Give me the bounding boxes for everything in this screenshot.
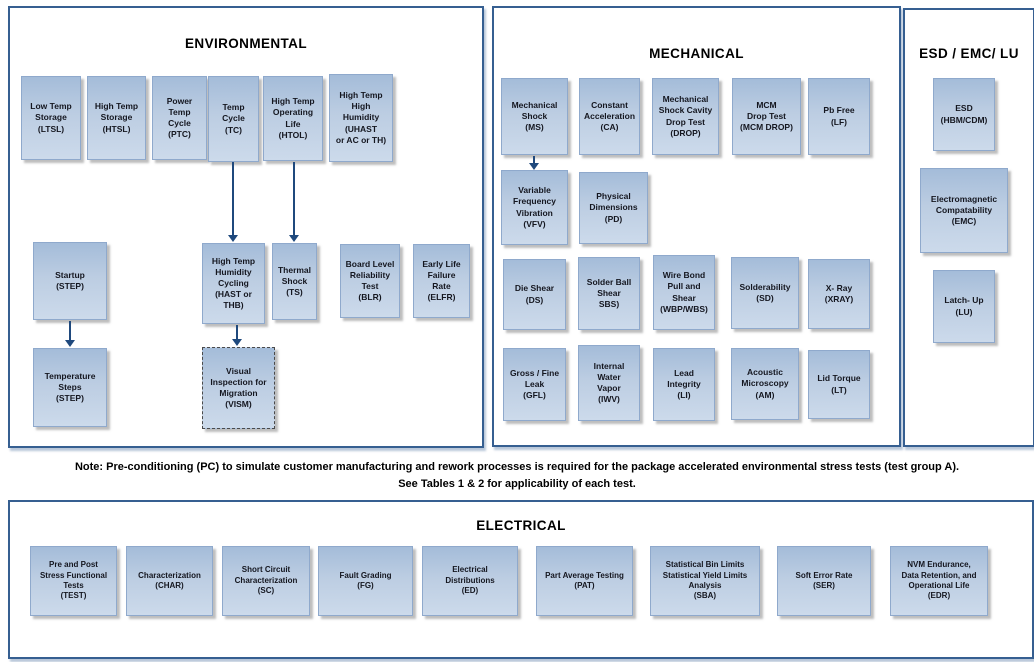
test-box-char: Characterization (CHAR)	[126, 546, 213, 616]
test-box-edr: NVM Endurance, Data Retention, and Opera…	[890, 546, 988, 616]
test-box-lt: Lid Torque (LT)	[808, 350, 870, 419]
test-box-ca: Constant Acceleration (CA)	[579, 78, 640, 155]
test-box-sc: Short Circuit Characterization (SC)	[222, 546, 310, 616]
test-box-ser: Soft Error Rate (SER)	[777, 546, 871, 616]
test-box-drop: Mechanical Shock Cavity Drop Test (DROP)	[652, 78, 719, 155]
test-box-xray: X- Ray (XRAY)	[808, 259, 870, 329]
test-box-htsl: High Temp Storage (HTSL)	[87, 76, 146, 160]
electrical-title: ELECTRICAL	[476, 518, 566, 533]
note-line-2: See Tables 1 & 2 for applicability of ea…	[398, 478, 636, 491]
arrow-hast-to-vism-icon	[232, 325, 242, 346]
test-box-iwv: Internal Water Vapor (IWV)	[578, 345, 640, 421]
mechanical-title: MECHANICAL	[649, 46, 744, 61]
test-box-test: Pre and Post Stress Functional Tests (TE…	[30, 546, 117, 616]
note-line-1: Note: Pre-conditioning (PC) to simulate …	[74, 461, 960, 473]
test-box-sbs: Solder Ball Shear SBS)	[578, 257, 640, 330]
arrow-startup-to-tempsteps-icon	[65, 321, 75, 347]
test-box-pd: Physical Dimensions (PD)	[579, 172, 648, 244]
preconditioning-note: Note: Pre-conditioning (PC) to simulate …	[0, 459, 1034, 493]
test-box-gfl: Gross / Fine Leak (GFL)	[503, 348, 566, 421]
test-box-htol: High Temp Operating Life (HTOL)	[263, 76, 323, 161]
test-box-ed: Electrical Distributions (ED)	[422, 546, 518, 616]
test-box-li: Lead Integrity (LI)	[653, 348, 715, 421]
environmental-title: ENVIRONMENTAL	[185, 36, 307, 51]
test-box-am: Acoustic Microscopy (AM)	[731, 348, 799, 420]
test-box-blr: Board Level Reliability Test (BLR)	[340, 244, 400, 318]
test-box-ds: Die Shear (DS)	[503, 259, 566, 330]
test-box-pat: Part Average Testing (PAT)	[536, 546, 633, 616]
test-box-emc: Electromagnetic Compatability (EMC)	[920, 168, 1008, 253]
test-box-ptc: Power Temp Cycle (PTC)	[152, 76, 207, 160]
test-box-ms: Mechanical Shock (MS)	[501, 78, 568, 155]
arrow-tc-to-hast-icon	[228, 162, 238, 242]
test-box-wbp-wbs: Wire Bond Pull and Shear (WBP/WBS)	[653, 255, 715, 330]
test-box-tc: Temp Cycle (TC)	[208, 76, 259, 162]
test-box-lf: Pb Free (LF)	[808, 78, 870, 155]
test-box-hast: High Temp Humidity Cycling (HAST or THB)	[202, 243, 265, 324]
test-box-uhast: High Temp High Humidity (UHAST or AC or …	[329, 74, 393, 162]
test-box-esd: ESD (HBM/CDM)	[933, 78, 995, 151]
test-box-vism: Visual Inspection for Migration (VISM)	[202, 347, 275, 429]
test-box-sd: Solderability (SD)	[731, 257, 799, 329]
test-box-startup: Startup (STEP)	[33, 242, 107, 320]
test-box-fg: Fault Grading (FG)	[318, 546, 413, 616]
test-box-ltsl: Low Temp Storage (LTSL)	[21, 76, 81, 160]
test-box-temp-steps: Temperature Steps (STEP)	[33, 348, 107, 427]
test-box-vfv: Variable Frequency Vibration (VFV)	[501, 170, 568, 245]
arrow-htol-to-ts-icon	[289, 162, 299, 242]
test-box-ts: Thermal Shock (TS)	[272, 243, 317, 320]
test-box-mcm-drop: MCM Drop Test (MCM DROP)	[732, 78, 801, 155]
esd-emc-lu-title: ESD / EMC/ LU	[919, 46, 1019, 61]
test-box-lu: Latch- Up (LU)	[933, 270, 995, 343]
test-box-elfr: Early Life Failure Rate (ELFR)	[413, 244, 470, 318]
arrow-ms-to-vfv-icon	[529, 156, 539, 170]
test-box-sba: Statistical Bin Limits Statistical Yield…	[650, 546, 760, 616]
